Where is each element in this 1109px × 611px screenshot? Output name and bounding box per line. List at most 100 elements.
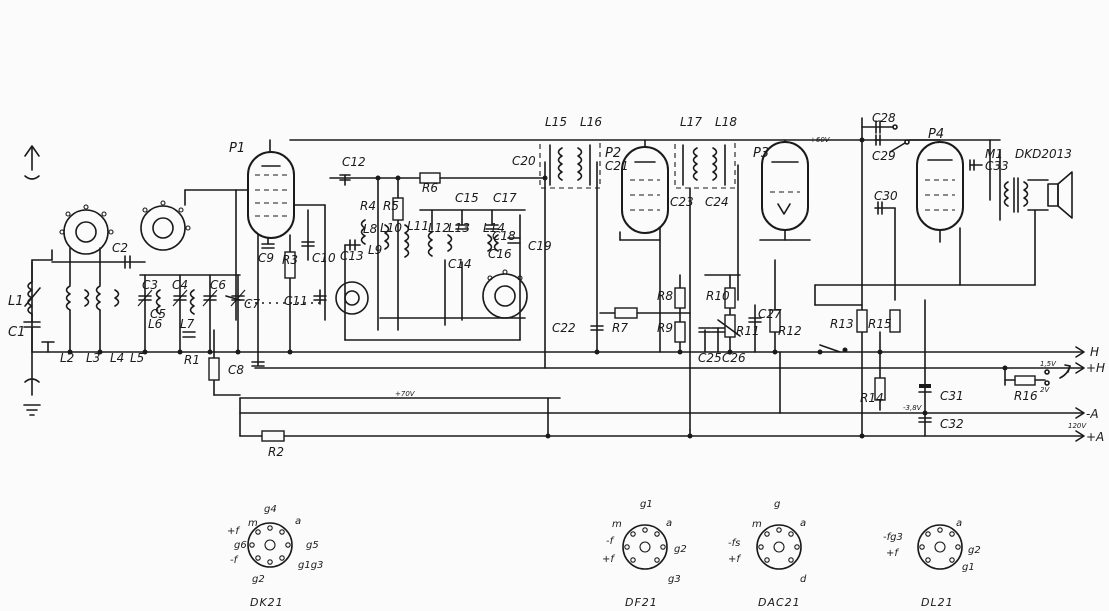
pin-plus-f-dl21: +f	[886, 548, 899, 559]
pin-g2-df21: g2	[674, 544, 687, 555]
tube-type-df21: DF21	[625, 596, 658, 609]
label-v2: 2V	[1040, 386, 1050, 394]
pin-g2: g2	[252, 574, 265, 585]
label-c3: C3	[142, 278, 158, 292]
label-c21: C21	[605, 159, 629, 173]
label-l8: L8	[363, 222, 378, 236]
label-c32: C32	[940, 417, 964, 431]
label-c10: C10	[312, 251, 336, 265]
label-p2: P2	[605, 146, 621, 161]
terminal-plus-h: +H	[1086, 361, 1105, 375]
label-speaker: DKD2013	[1015, 147, 1072, 161]
label-c12: C12	[342, 155, 366, 169]
pin-a-df21: a	[666, 518, 672, 529]
label-c1: C1	[8, 325, 25, 340]
label-r8: R8	[657, 289, 673, 303]
label-c4: C4	[172, 278, 188, 292]
label-r1: R1	[184, 353, 200, 367]
label-c31: C31	[940, 389, 964, 403]
label-l3: L3	[86, 351, 100, 365]
label-c27: C27	[758, 307, 782, 321]
label-l16: L16	[580, 115, 602, 129]
pin-g1-df21: g1	[640, 499, 653, 510]
label-c9: C9	[258, 251, 274, 265]
tube-type-dl21: DL21	[921, 596, 954, 609]
label-r5: R5	[383, 199, 399, 213]
label-c17: C17	[493, 191, 517, 205]
tube-p1	[247, 151, 295, 239]
terminal-h: H	[1090, 345, 1099, 359]
label-c33: C33	[985, 159, 1009, 173]
label-c16: C16	[488, 247, 512, 261]
pin-a-dac21: a	[800, 518, 806, 529]
label-r3: R3	[282, 253, 298, 267]
tube-type-dk21: DK21	[250, 596, 284, 609]
label-c18: C18	[492, 229, 516, 243]
label-c29: C29	[872, 149, 896, 163]
label-r6: R6	[422, 181, 438, 195]
label-v120: 120V	[1068, 422, 1087, 430]
label-r10: R10	[706, 289, 730, 303]
label-l13: L13	[448, 221, 470, 235]
wiring	[23, 117, 1085, 442]
wave-switch-1	[59, 204, 114, 255]
pin-g3-df21: g3	[668, 574, 681, 585]
component-labels: P1 P2 P3 P4 L1 C1 C2 C3 C4 C5 C6 C7 C8 C…	[8, 111, 1072, 459]
label-c28: C28	[872, 111, 896, 125]
pinout-dk21: g4 m a g5 +f g6 -f g2 g1g3 DK21	[227, 504, 323, 609]
label-c11: C11	[284, 294, 308, 308]
pin-d-dac21: d	[800, 574, 807, 585]
voltage-labels: +60V +70V 120V -3,8V 1,5V 2V	[395, 136, 1087, 430]
pin-m-df21: m	[612, 519, 622, 530]
label-l4: L4	[110, 351, 124, 365]
pin-g4: g4	[264, 504, 277, 515]
label-p3: P3	[753, 146, 769, 161]
pin-a-dl21: a	[956, 518, 962, 529]
label-c20: C20	[512, 154, 536, 168]
label-c8: C8	[228, 363, 244, 377]
wave-switch-4	[482, 269, 528, 319]
label-m1: M1	[985, 147, 1003, 161]
tube-p2	[621, 146, 669, 234]
label-c25: C25	[698, 351, 722, 365]
label-l17: L17	[680, 115, 702, 129]
label-v70: +70V	[395, 390, 416, 398]
label-l12: L12	[428, 221, 450, 235]
label-c6: C6	[210, 278, 226, 292]
label-c14: C14	[448, 257, 472, 271]
label-c23: C23	[670, 195, 694, 209]
label-c19: C19	[528, 239, 552, 253]
tube-type-dac21: DAC21	[758, 596, 801, 609]
label-c7: C7	[244, 297, 260, 311]
label-r7: R7	[612, 321, 628, 335]
terminal-labels: H +H -A +A	[1086, 345, 1105, 444]
pin-m: m	[248, 518, 258, 529]
wave-switch-2	[140, 200, 191, 251]
pin-plus-f-dac21: +f	[728, 554, 741, 565]
label-l14: L14	[483, 221, 505, 235]
pin-g1-dl21: g1	[962, 562, 975, 573]
wave-switch-3	[335, 281, 369, 315]
label-r13: R13	[830, 317, 854, 331]
pin-g5: g5	[306, 540, 319, 551]
label-r15: R15	[868, 317, 892, 331]
terminal-minus-a: -A	[1086, 407, 1099, 421]
tube-p3	[761, 141, 809, 231]
label-c13: C13	[340, 249, 364, 263]
pinout-dl21: -fg3 +f a g2 g1 DL21	[883, 518, 981, 609]
pin-plus-f: +f	[227, 526, 240, 537]
label-r14: R14	[860, 391, 884, 405]
label-c26: C26	[722, 351, 746, 365]
label-l6: L6	[148, 317, 163, 331]
label-p1: P1	[229, 141, 245, 156]
pin-minus-f: -f	[230, 555, 239, 566]
label-c30: C30	[874, 189, 898, 203]
label-l11: L11	[407, 219, 429, 233]
pin-m-dac21: m	[752, 519, 762, 530]
label-l2: L2	[60, 351, 74, 365]
pin-minus-f-df21: -f	[606, 536, 615, 547]
junctions	[67, 137, 1008, 439]
label-l9: L9	[368, 243, 382, 257]
pin-g1g3: g1g3	[298, 560, 323, 571]
